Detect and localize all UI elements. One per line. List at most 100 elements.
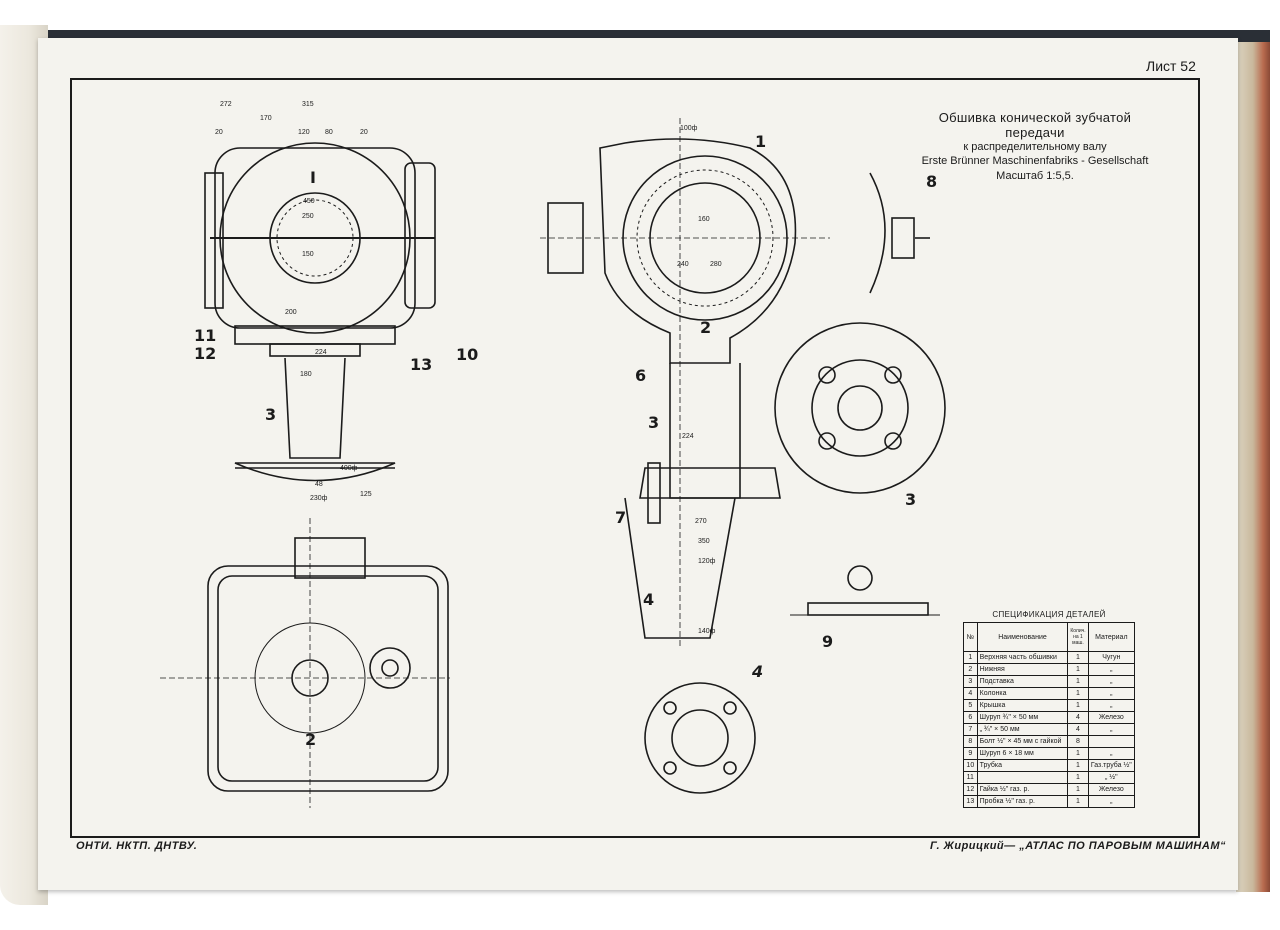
dimension-label: 240 (677, 261, 689, 268)
spec-table-block: СПЕЦИФИКАЦИЯ ДЕТАЛЕЙ № Наименование Коли… (963, 610, 1136, 808)
part-label-4-mid: 4 (643, 590, 655, 609)
spec-cell-name: Колонка (976, 687, 1069, 700)
spec-cell-qty: 1 (1067, 747, 1089, 760)
spec-cell-material: „ (1087, 663, 1136, 676)
top-casing-view (204, 142, 436, 482)
part-label-10: 10 (456, 345, 479, 364)
spec-cell-qty: 1 (1067, 795, 1089, 808)
dimension-label: 350 (698, 538, 710, 545)
sheet-number: Лист 52 (1146, 58, 1196, 74)
title-line-2: передачи (1005, 125, 1065, 140)
spec-header-material: Материал (1087, 622, 1136, 652)
dimension-label: 48 (315, 481, 323, 488)
spec-cell-name: Нижняя (976, 663, 1069, 676)
spec-cell-no: 8 (963, 735, 978, 748)
spec-cell-qty: 1 (1067, 663, 1089, 676)
dimension-label: 80 (325, 129, 333, 136)
spec-table: № Наименование Колич. на 1 маш. Материал… (963, 622, 1136, 808)
spec-cell-no: 13 (963, 795, 978, 808)
part-label-3-left: 3 (265, 405, 277, 424)
dimension-label: 125 (360, 491, 372, 498)
cap-detail-9 (790, 565, 940, 616)
technical-drawing: 272315170120208020450250150200224180400ф… (160, 101, 946, 808)
dimension-label: 160 (698, 216, 710, 223)
spec-header-no: № (963, 622, 978, 652)
spec-cell-material: „ (1087, 795, 1136, 808)
title-block: Обшивка конической зубчатой передачи к р… (920, 110, 1150, 184)
dimension-label: 450 (303, 198, 315, 205)
spec-cell-name: Трубка (976, 759, 1069, 772)
spec-cell-name: Болт ½" × 45 мм с гайкой (976, 735, 1069, 748)
spec-cell-name: Верхняя часть обшивки (976, 651, 1069, 664)
spec-title: СПЕЦИФИКАЦИЯ ДЕТАЛЕЙ (992, 610, 1106, 619)
spec-cell-no: 2 (963, 663, 978, 676)
spec-cell-material: „ (1087, 723, 1136, 736)
spec-cell-material: „ (1087, 675, 1136, 688)
title-line-4: Erste Brünner Maschinenfabriks - Gesells… (921, 155, 1149, 167)
spec-cell-no: 4 (963, 687, 978, 700)
spec-cell-qty: 1 (1067, 759, 1089, 772)
dimension-label: 170 (260, 115, 272, 122)
dimension-label: 140ф (698, 628, 716, 635)
spec-cell-qty: 4 (1067, 711, 1089, 724)
title-line-3: к распределительному валу (963, 141, 1107, 153)
dimension-label: 272 (220, 101, 232, 108)
dimension-label: 224 (682, 433, 694, 440)
spec-cell-no: 12 (963, 783, 978, 796)
part-label-8: 8 (926, 172, 938, 191)
spec-cell-material: „ ½" (1087, 771, 1136, 784)
spec-cell-qty: 1 (1067, 699, 1089, 712)
spec-cell-no: 5 (963, 699, 978, 712)
part-label-1-mid: 1 (755, 132, 767, 151)
spec-cell-qty: 1 (1067, 771, 1089, 784)
spec-cell-no: 3 (963, 675, 978, 688)
stand-flange-view (774, 322, 946, 494)
spec-cell-material: „ (1087, 747, 1136, 760)
right-page-stack (1236, 42, 1270, 892)
lower-casing-plan (160, 518, 450, 808)
spec-cell-no: 9 (963, 747, 978, 760)
part-label-3-right: 3 (905, 490, 917, 509)
dimension-label: 150 (302, 251, 314, 258)
footer-atlas: Г. Жирицкий— „АТЛАС ПО ПАРОВЫМ МАШИНАМ“ (930, 840, 1226, 852)
dimension-label: 230ф (310, 495, 328, 502)
spec-cell-qty: 8 (1067, 735, 1089, 748)
dimension-label: 224 (315, 349, 327, 356)
dimension-label: 315 (302, 101, 314, 108)
spec-header-qty: Колич. на 1 маш. (1067, 622, 1089, 652)
footer-publisher: ОНТИ. НКТП. ДНТВУ. (76, 840, 198, 852)
part-label-7: 7 (615, 508, 627, 527)
title-line-1: Обшивка конической зубчатой (938, 110, 1132, 125)
dimension-label: 20 (215, 129, 223, 136)
part-label-12: 12 (194, 344, 217, 363)
part-label-1-top: I (310, 168, 316, 187)
spec-cell-qty: 4 (1067, 723, 1089, 736)
spec-cell-qty: 1 (1067, 687, 1089, 700)
spec-cell-material: Чугун (1087, 651, 1136, 664)
dimension-label: 250 (302, 213, 314, 220)
dimension-label: 200 (285, 309, 297, 316)
dimension-label: 280 (710, 261, 722, 268)
spec-cell-qty: 1 (1067, 651, 1089, 664)
spec-cell-no: 1 (963, 651, 978, 664)
spec-cell-name: „ ¾" × 50 мм (976, 723, 1069, 736)
spec-cell-qty: 1 (1067, 783, 1089, 796)
spec-cell-material: „ (1087, 687, 1136, 700)
spec-cell-name: Крышка (976, 699, 1069, 712)
part-label-3-mid: 3 (648, 413, 660, 432)
spec-cell-no: 7 (963, 723, 978, 736)
spec-cell-material: Железо (1087, 711, 1136, 724)
spec-cell-name: Шуруп 6 × 18 мм (976, 747, 1069, 760)
part-label-6: 6 (635, 366, 647, 385)
